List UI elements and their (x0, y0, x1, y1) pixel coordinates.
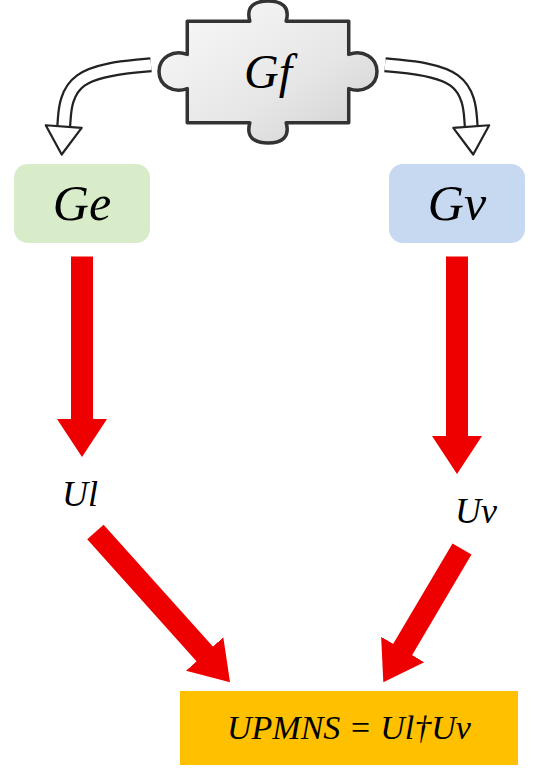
red-arrow (457, 257, 458, 438)
hollow-arrow (385, 65, 471, 128)
node-text: Uν (455, 492, 497, 532)
arrow-body (71, 257, 93, 421)
group-box: Ge (14, 164, 150, 243)
arrow-outline (385, 65, 471, 128)
matrix-label: Ul (45, 468, 115, 522)
puzzle-shape (159, 1, 377, 143)
equation-box: UPMNS = Ul†Uν (180, 691, 518, 765)
arrow-body (64, 65, 151, 128)
red-arrow (82, 257, 83, 421)
node-text: Gf (244, 46, 292, 99)
hollow-arrow (64, 65, 151, 128)
node-text: Gν (428, 176, 486, 231)
node-text: Ge (53, 176, 111, 231)
arrow-body (446, 257, 468, 438)
group-box: Gν (389, 164, 525, 243)
red-arrow (402, 549, 462, 650)
arrow-body (95, 532, 205, 655)
arrow-body (402, 549, 462, 650)
matrix-label: Uν (441, 485, 511, 539)
puzzle-piece: Gf (157, 0, 379, 145)
node-text: Ul (62, 475, 98, 515)
arrow-body (385, 65, 471, 128)
arrow-outline (64, 65, 151, 128)
red-arrow (95, 532, 205, 655)
node-text: UPMNS = Ul†Uν (227, 709, 471, 746)
